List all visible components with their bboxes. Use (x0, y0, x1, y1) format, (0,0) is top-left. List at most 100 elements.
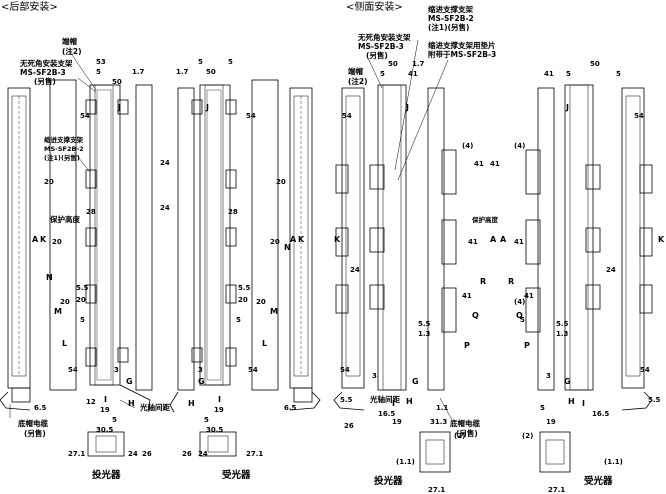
rear-mid-bracket-model: MS-SF2B-2 (44, 145, 84, 153)
dim: 20 (238, 296, 248, 304)
side-mount-title: <侧面安装> (346, 0, 403, 13)
rear-receiver-drawing (169, 79, 321, 413)
letter: J (117, 103, 121, 112)
dim: 54 (342, 112, 352, 120)
letter: K (40, 235, 47, 244)
letter: A (32, 235, 39, 244)
side-mid-bracket-label: 缩进支撑支架 (428, 4, 473, 14)
dim: 26 (182, 450, 192, 458)
dim: 5 (566, 70, 571, 78)
letter: A (490, 235, 497, 244)
dim: 41 (524, 292, 534, 300)
dim: (2) (454, 432, 465, 440)
dim: 20 (60, 298, 70, 306)
rear-emitter-section (87, 431, 125, 457)
rear-cable-label: 底帽电缆 (18, 418, 48, 428)
dim: 1.7 (176, 68, 189, 76)
dim: 54 (248, 366, 258, 374)
dim: 5.5 (418, 320, 431, 328)
side-spacer-model: 附带于MS-SF2B-3 (428, 49, 496, 59)
letter: L (62, 339, 67, 348)
letter: Q (516, 311, 523, 320)
letter: R (508, 277, 514, 286)
dim: 53 (96, 58, 106, 66)
dim: 41 (462, 292, 472, 300)
dim: 24 (160, 159, 170, 167)
dim: 50 (206, 68, 216, 76)
letter: R (480, 277, 486, 286)
dim: 30.5 (96, 426, 113, 434)
dim: 41 (408, 70, 418, 78)
dim: 20 (276, 178, 286, 186)
side-receiver-label: 受光器 (584, 475, 613, 487)
dim: 24 (160, 204, 170, 212)
rear-pitch-label: 光轴间距 (139, 402, 170, 412)
letter: I (392, 399, 395, 408)
dim: 5 (616, 70, 621, 78)
dim: 54 (640, 366, 650, 374)
letter: P (464, 341, 470, 350)
dim: 5.5 (648, 396, 661, 404)
rear-cap-note: (注2) (62, 46, 82, 56)
side-cable-label: 底帽电缆 (450, 418, 480, 428)
dim: 24 (606, 266, 616, 274)
dim: 5 (228, 58, 233, 66)
side-mid-bracket-note: (注1)(另售) (428, 22, 469, 32)
letter: N (284, 243, 291, 252)
dim: 5 (236, 316, 241, 324)
dim: 1.3 (556, 330, 569, 338)
side-pitch-label: 光轴间距 (369, 394, 400, 404)
dim: 20 (52, 238, 62, 246)
rear-receiver-section (199, 431, 237, 457)
dim: 24 (350, 266, 360, 274)
letter: G (564, 377, 571, 386)
dim: 5 (204, 416, 209, 424)
dim: 41 (514, 238, 524, 246)
side-cable-opt: (另售) (456, 428, 478, 438)
dim: (2) (522, 432, 533, 440)
letter: L (262, 339, 267, 348)
dim: (4) (514, 142, 525, 150)
rear-deadzone-bracket-label: 无死角安装支架 (19, 58, 73, 68)
dim: 50 (388, 60, 398, 68)
letter: M (270, 307, 278, 316)
dim: 19 (100, 406, 110, 414)
side-spacer-label: 缩进支撑支架用垫片 (428, 40, 496, 50)
dim: 12 (86, 398, 96, 406)
dim: 24 (128, 450, 138, 458)
dim: 19 (392, 418, 402, 426)
rear-cable-opt: (另售) (24, 428, 46, 438)
side-cap-label: 端帽 (348, 66, 363, 76)
dim: 5.5 (76, 284, 89, 292)
dim: 28 (86, 208, 96, 216)
dim: (1.1) (604, 458, 623, 466)
dim: 19 (214, 406, 224, 414)
rear-mid-bracket-label: 缩进支撑支架 (44, 135, 84, 144)
dim: 5 (540, 404, 545, 412)
letter: A (500, 235, 507, 244)
dim: 54 (246, 112, 256, 120)
letter: I (104, 395, 107, 404)
dim: 5 (96, 68, 101, 76)
side-deadzone-bracket-model: MS-SF2B-3 (358, 42, 404, 51)
side-receiver-drawing (525, 84, 653, 411)
rear-emitter-drawing (0, 79, 153, 413)
dim: 5 (198, 58, 203, 66)
letter: G (412, 377, 419, 386)
letter: K (658, 235, 665, 244)
letter: G (126, 377, 133, 386)
side-deadzone-bracket-label: 无死角安装支架 (357, 32, 411, 42)
dim: 6.5 (284, 404, 297, 412)
dim: 27.1 (548, 486, 565, 494)
dim: 5.5 (238, 284, 251, 292)
letter: Q (472, 311, 479, 320)
dim: 28 (228, 208, 238, 216)
dim: 16.5 (378, 410, 395, 418)
side-mid-bracket-model: MS-SF2B-2 (428, 14, 474, 23)
dim: 27.1 (246, 450, 263, 458)
letter: N (46, 273, 53, 282)
side-emitter-label: 投光器 (374, 475, 403, 487)
dim: 3 (198, 366, 203, 374)
dim: 54 (340, 366, 350, 374)
dim: 54 (80, 112, 90, 120)
